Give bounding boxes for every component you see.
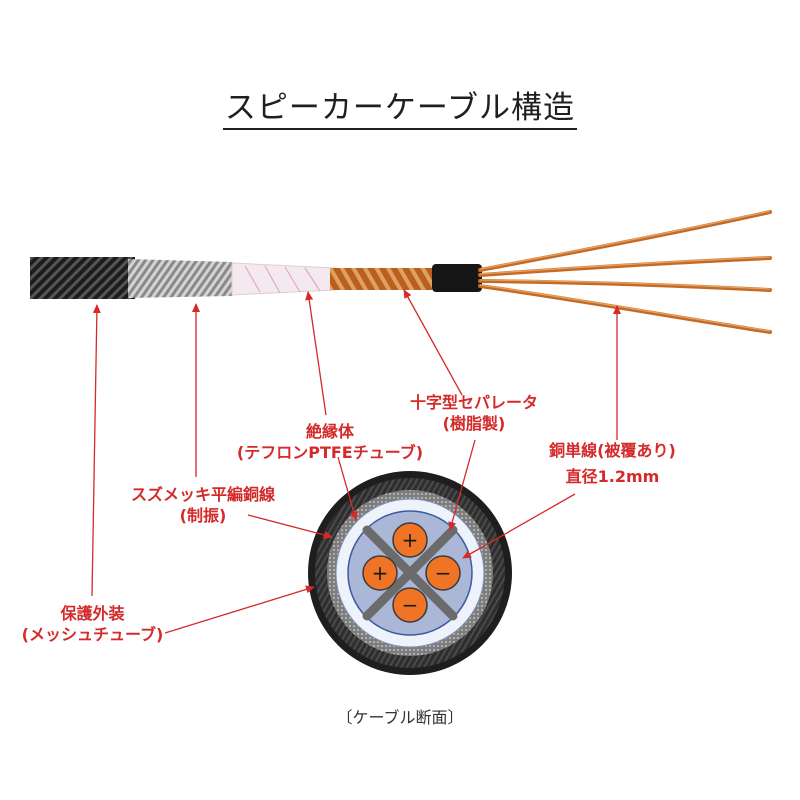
label-separator-line2: (樹脂製) [442, 414, 506, 433]
cross-section-caption: 〔ケーブル断面〕 [336, 708, 464, 727]
cable-shield-segment [128, 259, 240, 298]
separator-leader-section [448, 439, 476, 531]
cable-jacket-segment [30, 257, 135, 299]
label-conductor: 銅単線(被覆あり) 直径1.2mm [520, 440, 705, 487]
page-title: スピーカーケーブル構造 [0, 82, 800, 130]
sign-bottom: − [402, 593, 419, 617]
jacket-leader-section [164, 585, 315, 634]
label-separator: 十字型セパレータ (樹脂製) [394, 392, 554, 434]
cable-separator-band [432, 264, 482, 292]
conductor-left [362, 555, 398, 591]
label-insulator-line1: 絶縁体 [305, 422, 354, 441]
conductor-leader-section [462, 493, 576, 559]
jacket-leader-up [91, 304, 101, 597]
leader-lines [91, 289, 621, 634]
label-shield-line1: スズメッキ平編銅線 [130, 485, 275, 504]
label-jacket-line2: (メッシュチューブ) [21, 625, 164, 644]
label-conductor-line1: 銅単線(被覆あり) [549, 441, 676, 460]
cable-illustration [30, 210, 772, 334]
insulator-leader-up [305, 291, 327, 416]
cable-twisted-conductors [330, 268, 432, 290]
label-insulator: 絶縁体 (テフロンPTFEチューブ) [215, 421, 445, 463]
conductor-bottom [392, 587, 428, 623]
cross-section: + + − − [308, 471, 512, 675]
label-conductor-line2: 直径1.2mm [565, 467, 660, 486]
label-separator-line1: 十字型セパレータ [409, 393, 538, 412]
conductor-right [425, 555, 461, 591]
cable-fanned-strands [478, 210, 772, 334]
insulator-leader-section [337, 456, 358, 521]
title-text: スピーカーケーブル構造 [222, 90, 578, 130]
conductor-top [392, 522, 428, 558]
cross-separator [362, 525, 458, 621]
sign-top: + [402, 528, 419, 552]
sign-left: + [372, 561, 389, 585]
separator-leader-up [403, 289, 463, 396]
label-jacket-line1: 保護外装 [60, 604, 125, 623]
sign-right: − [435, 561, 452, 585]
shield-leader-section [247, 514, 333, 539]
label-shield: スズメッキ平編銅線 (制振) [108, 484, 298, 526]
label-jacket: 保護外装 (メッシュチューブ) [5, 603, 180, 645]
label-shield-line2: (制振) [179, 506, 227, 525]
label-insulator-line2: (テフロンPTFEチューブ) [236, 443, 424, 462]
